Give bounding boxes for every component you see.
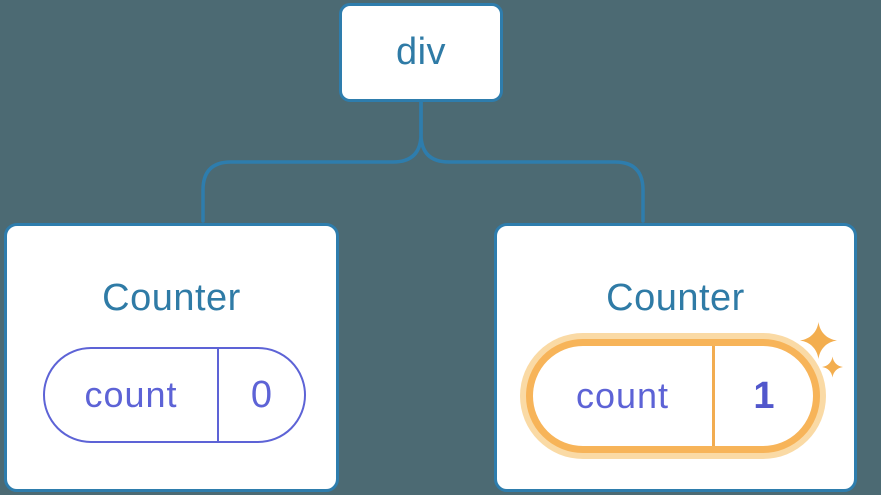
state-value: 0 — [250, 373, 273, 416]
component-title: Counter — [102, 277, 241, 319]
branch-right-line — [419, 100, 645, 223]
state-pill: count 0 — [43, 347, 306, 443]
state-pill-highlighted: count 1 — [526, 339, 820, 453]
counter-card-unchanged: Counter count 0 — [4, 223, 339, 492]
state-value: 1 — [753, 374, 775, 417]
root-node-label: div — [395, 31, 447, 73]
state-key-label: count — [533, 346, 715, 446]
root-node-div: div — [339, 3, 503, 102]
component-title: Counter — [606, 277, 745, 319]
branch-left-line — [201, 100, 423, 223]
state-key-label: count — [45, 349, 219, 441]
counter-card-updated: Counter count 1 — [494, 223, 857, 492]
